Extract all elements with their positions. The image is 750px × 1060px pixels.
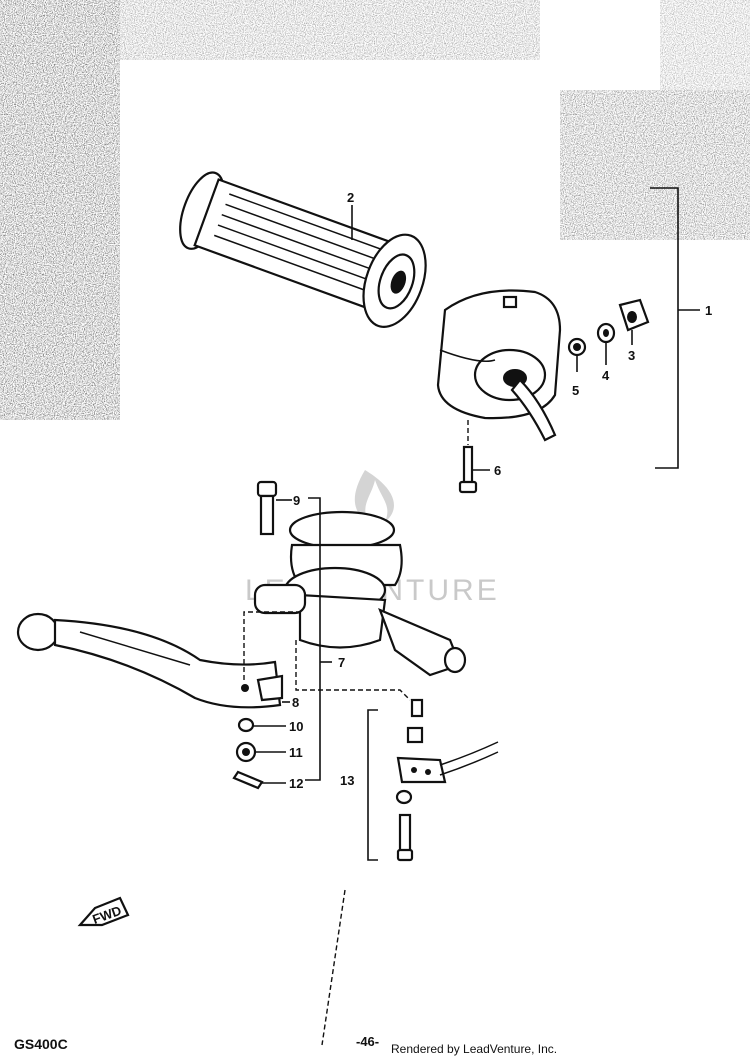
- callout-3: 3: [628, 348, 635, 363]
- brake-lever: [16, 612, 284, 709]
- direction-arrow: FWD: [77, 896, 130, 927]
- page-number: -46-: [356, 1034, 380, 1049]
- scan-noise: [0, 0, 750, 420]
- callout-6: 6: [494, 463, 501, 478]
- callout-labels: 1 2 3 4 5 6 7 8 9 10 11 12 13: [289, 190, 712, 791]
- callout-2: 2: [347, 190, 354, 205]
- brake-switch: [395, 698, 499, 862]
- callout-9: 9: [293, 493, 300, 508]
- render-credit: Rendered by LeadVenture, Inc.: [391, 1042, 558, 1056]
- small-hardware: [567, 298, 650, 357]
- callout-5: 5: [572, 383, 579, 398]
- centerline: [321, 889, 346, 1046]
- screw-6: [458, 445, 478, 494]
- callout-12: 12: [289, 776, 303, 791]
- lever-bracket: [253, 510, 467, 677]
- lower-hardware: [232, 717, 264, 790]
- callout-8: 8: [292, 695, 299, 710]
- callout-13: 13: [340, 773, 354, 788]
- model-code: GS400C: [14, 1036, 68, 1052]
- bolt-9: [256, 480, 278, 536]
- switch-housing: [436, 289, 562, 442]
- callout-4: 4: [602, 368, 610, 383]
- callout-11: 11: [289, 745, 303, 760]
- callout-10: 10: [289, 719, 303, 734]
- leader-lines: [243, 187, 700, 861]
- callout-1: 1: [705, 303, 712, 318]
- handlebar-grip: [179, 171, 427, 328]
- callout-7: 7: [338, 655, 345, 670]
